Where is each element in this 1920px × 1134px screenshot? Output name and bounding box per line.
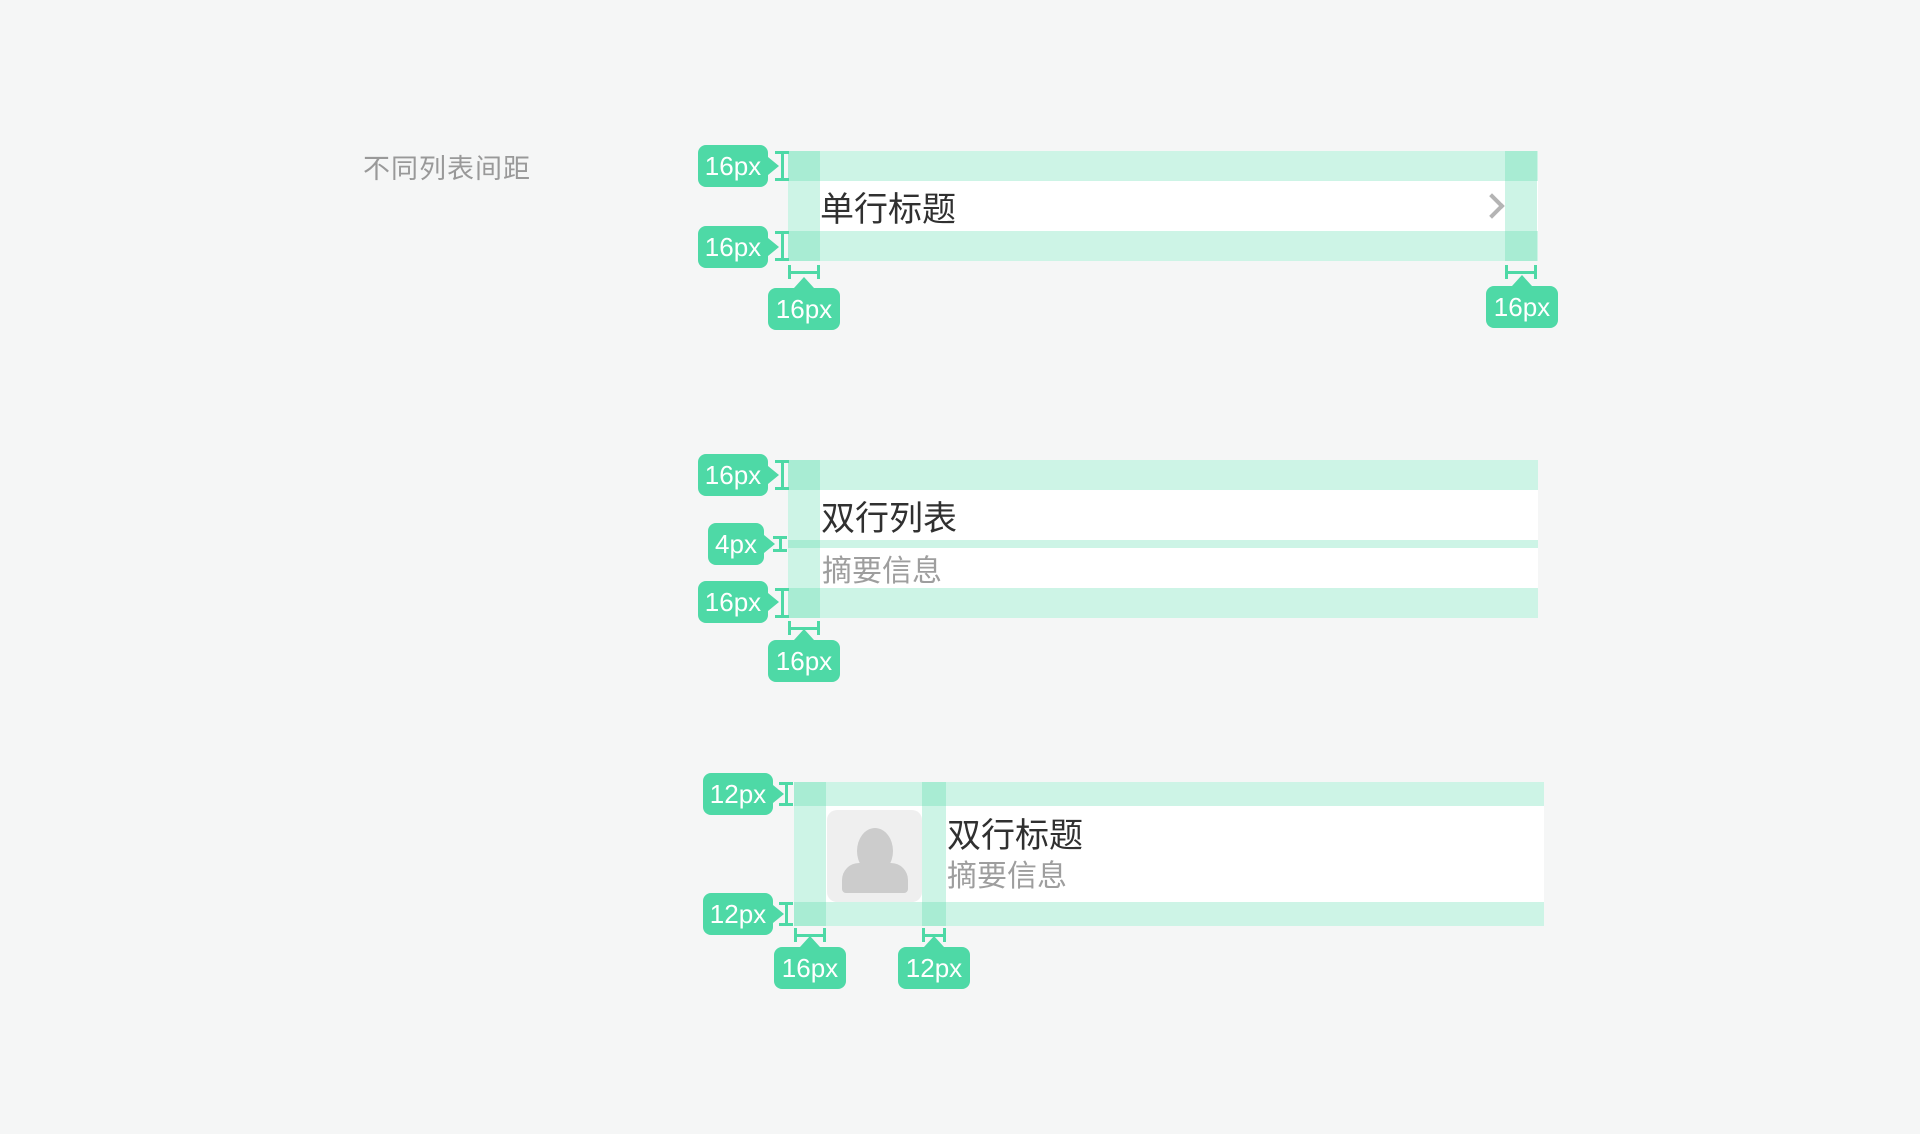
- right-spacing-highlight: [1505, 151, 1537, 261]
- measure-badge: 12px: [898, 936, 970, 989]
- list-row[interactable]: 单行标题: [820, 181, 1506, 231]
- list-row-title[interactable]: 双行列表: [821, 490, 1518, 540]
- measure-badge: 16px: [698, 226, 779, 268]
- measure-badge: 16px: [698, 581, 779, 623]
- left-spacing-highlight: [788, 151, 820, 261]
- left-spacing-highlight: [788, 460, 820, 618]
- measure-vertical-gap: [773, 536, 787, 552]
- section-title: 不同列表间距: [363, 154, 531, 184]
- measure-badge: 16px: [768, 629, 840, 682]
- row-title: 双行列表: [821, 499, 957, 538]
- top-spacing-highlight: [794, 782, 1544, 806]
- measure-badge: 16px: [1486, 275, 1558, 328]
- measure-badge: 16px: [768, 277, 840, 330]
- measure-badge: 12px: [703, 893, 784, 935]
- bottom-spacing-highlight: [788, 588, 1538, 618]
- top-spacing-highlight: [788, 151, 1538, 181]
- measure-badge: 16px: [698, 145, 779, 187]
- two-line-list-card: 双行列表 摘要信息: [788, 460, 1538, 618]
- bottom-spacing-highlight: [794, 902, 1544, 926]
- top-spacing-highlight: [788, 460, 1538, 490]
- avatar: [827, 810, 922, 902]
- avatar-list-card: 双行标题 摘要信息: [794, 782, 1544, 926]
- person-icon-torso: [841, 863, 908, 893]
- measure-badge: 4px: [708, 523, 775, 565]
- row-title: 单行标题: [820, 190, 956, 229]
- left-spacing-highlight: [794, 782, 826, 926]
- measure-badge: 16px: [774, 936, 846, 989]
- row-title: 双行标题: [947, 817, 1083, 855]
- row-summary: 摘要信息: [947, 860, 1067, 893]
- list-row[interactable]: 双行标题 摘要信息: [947, 806, 1524, 902]
- bottom-spacing-highlight: [788, 231, 1538, 261]
- row-summary: 摘要信息: [822, 555, 942, 588]
- avatar-gap-highlight: [922, 782, 946, 926]
- list-row-summary[interactable]: 摘要信息: [822, 548, 1518, 588]
- single-line-list-card: 单行标题: [788, 151, 1538, 261]
- measure-badge: 16px: [698, 454, 779, 496]
- measure-badge: 12px: [703, 773, 784, 815]
